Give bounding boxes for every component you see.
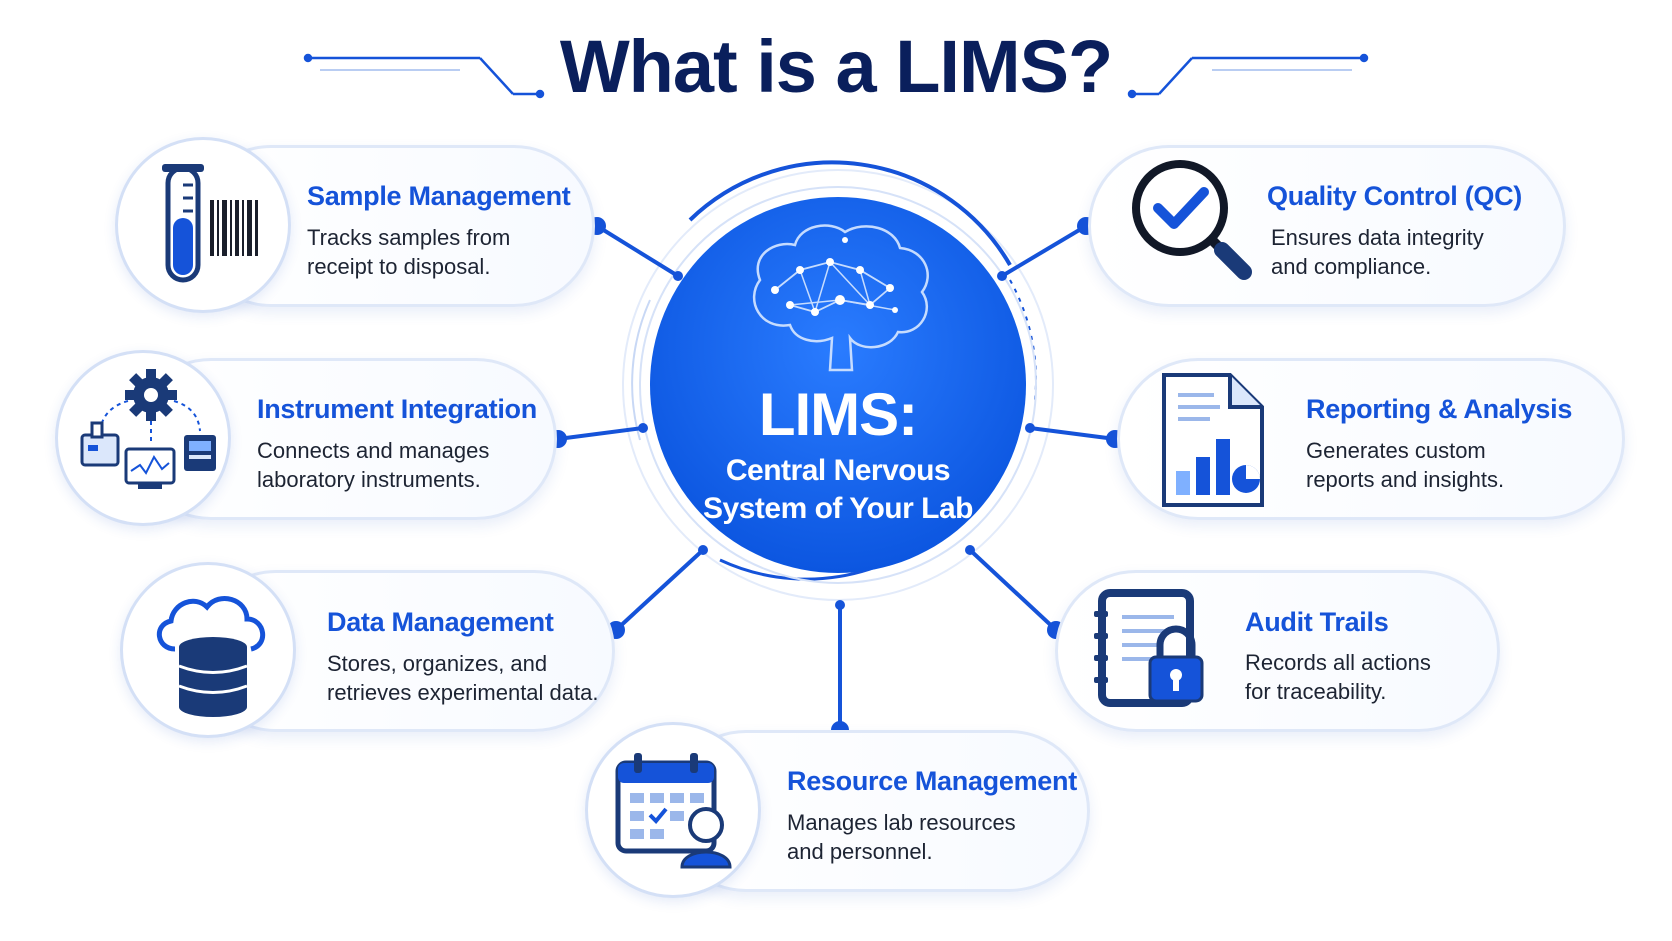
reporting-analysis-title: Reporting & Analysis (1306, 394, 1573, 424)
reporting-icon-area (1150, 365, 1270, 515)
page-title: What is a LIMS? (559, 25, 1113, 108)
data-management-title: Data Management (327, 607, 554, 637)
desc-line: reports and insights. (1306, 467, 1505, 492)
title-decoration-left (303, 53, 545, 99)
hub-subtitle-line2: System of Your Lab (703, 492, 973, 525)
resource-icon-circle (585, 722, 761, 898)
desc-line: Manages lab resources (787, 810, 1016, 835)
desc-line: and personnel. (787, 839, 933, 864)
desc-line: for traceability. (1245, 679, 1387, 704)
connector-audit (968, 548, 1058, 632)
instrument-integration-desc: Connects and manages laboratory instrume… (257, 436, 489, 494)
desc-line: Connects and manages (257, 438, 490, 463)
connector-reporting (1029, 426, 1116, 441)
quality-control-title: Quality Control (QC) (1267, 181, 1522, 211)
desc-line: and compliance. (1271, 254, 1432, 279)
reporting-analysis-desc: Generates custom reports and insights. (1306, 436, 1504, 494)
desc-line: Records all actions (1245, 650, 1431, 675)
audit-icon-area (1090, 585, 1230, 715)
instrument-integration-title: Instrument Integration (257, 394, 537, 424)
quality-control-desc: Ensures data integrity and compliance. (1271, 223, 1484, 281)
sample-management-title: Sample Management (307, 181, 571, 211)
resource-management-desc: Manages lab resources and personnel. (787, 808, 1016, 866)
desc-line: receipt to disposal. (307, 254, 491, 279)
hub-subtitle: Central Nervous System of Your Lab (663, 452, 1013, 528)
desc-line: laboratory instruments. (257, 467, 481, 492)
report-chart-icon (1162, 373, 1264, 507)
calendar-person-icon (615, 753, 732, 869)
resource-management-title: Resource Management (787, 766, 1077, 796)
magnifier-check-icon (1132, 160, 1252, 280)
gear-instruments-icon (80, 369, 216, 489)
desc-line: Tracks samples from (307, 225, 511, 250)
desc-line: Stores, organizes, and (327, 651, 548, 676)
hub-label: LIMS: Central Nervous System of Your Lab (663, 382, 1013, 528)
desc-line: retrieves experimental data. (327, 680, 599, 705)
connector-sample (595, 224, 680, 278)
instrument-icon-circle (55, 350, 231, 526)
data-management-desc: Stores, organizes, and retrieves experim… (327, 649, 598, 707)
hub-circle (650, 197, 1026, 573)
sample-icon-circle (115, 137, 291, 313)
desc-line: Generates custom (1306, 438, 1486, 463)
title-decoration-right (1127, 53, 1369, 99)
hub-subtitle-line1: Central Nervous (725, 454, 951, 487)
audit-trails-title: Audit Trails (1245, 607, 1389, 637)
audit-trails-desc: Records all actions for traceability. (1245, 648, 1431, 706)
test-tube-barcode-icon (162, 164, 258, 283)
quality-icon-area (1118, 150, 1268, 300)
connector-data (614, 548, 705, 632)
hub-title: LIMS: (758, 381, 918, 448)
cloud-database-icon (157, 596, 265, 717)
connector-quality (1000, 224, 1088, 278)
connector-instrument (557, 426, 644, 441)
sample-management-desc: Tracks samples from receipt to disposal. (307, 223, 510, 281)
notebook-lock-icon (1094, 589, 1204, 707)
data-icon-circle (120, 562, 296, 738)
desc-line: Ensures data integrity (1271, 225, 1484, 250)
